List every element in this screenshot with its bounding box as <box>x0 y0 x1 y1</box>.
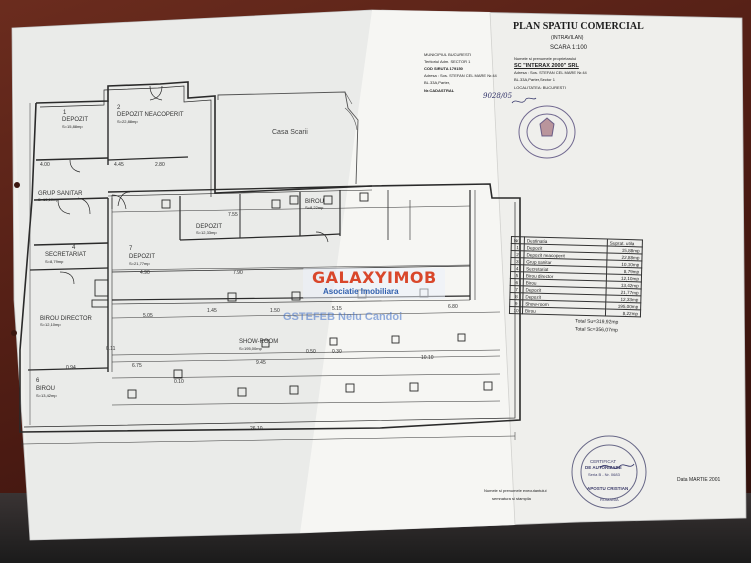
room-6-name: BIROU <box>36 386 56 392</box>
owner-bloc: BL.33A,Parter,Sector 1 <box>514 77 555 82</box>
dimension-label: 1.50 <box>270 308 280 314</box>
room-1-area: S=15,88mp <box>62 124 83 129</box>
room-9-name: SHOW-ROOM <box>239 339 279 345</box>
executant-note: Numele si prenumele executantului <box>484 488 547 493</box>
cert-line-3: Seria B - Nr. 0683 <box>588 472 620 477</box>
room-7-name: DEPOZIT <box>129 254 156 260</box>
room-num-4: 4 <box>72 245 76 251</box>
owner-name: SC "INTERAX 2000" SRL <box>514 63 579 69</box>
stair-outline <box>217 91 359 185</box>
cert-line-4: APOSTU CRISTIAN <box>587 486 629 491</box>
dimension-label: 0.30 <box>332 349 342 355</box>
room-8-name: DEPOZIT <box>196 224 223 230</box>
watermark-subtitle: Asociatie Imobiliara <box>323 287 399 296</box>
dimension-label: 2.80 <box>155 162 165 168</box>
room-num-2: 2 <box>117 105 121 111</box>
legend-cell-nr: 10 <box>509 306 523 314</box>
dimension-label: 4.00 <box>40 162 50 168</box>
cert-line-2: DE AUTORIZARE <box>585 465 622 470</box>
punch-hole <box>11 330 17 336</box>
dimension-label: 4.45 <box>114 162 124 168</box>
room-5-name: BIROU DIRECTOR <box>40 316 92 322</box>
legend-totals: Total Su=319,92mp Total Sc=356,07mp <box>575 318 619 333</box>
room-9-area: S=195,00mp <box>239 346 262 351</box>
room-10-name: BIROU <box>305 199 325 205</box>
adresa-text: Adresa : Sos. STEFAN CEL MARE Nr.44 <box>424 73 497 78</box>
doors <box>57 85 329 285</box>
room-5-area: S=12,10mp <box>40 322 61 327</box>
municipiu-text: MUNICIPIUL BUCURESTI <box>424 52 472 57</box>
dimension-label: 1.45 <box>207 308 217 314</box>
handwriting-scribble <box>511 97 537 104</box>
watermark-logo: GALAXYIMOB <box>312 268 437 287</box>
owner-address: Adresa : Sos. STEFAN CEL MARE Nr.44 <box>514 70 587 75</box>
room-3-area: S=10,10mp <box>38 197 59 202</box>
room-4-area: S=8,79mp <box>45 259 64 264</box>
room-2-area: S=22,88mp <box>117 119 138 124</box>
room-10-area: S=8,22mp <box>305 205 324 210</box>
room-num-7: 7 <box>129 246 133 252</box>
plan-date: Data MARTIE 2001 <box>677 477 721 483</box>
dimension-label: 0.50 <box>306 349 316 355</box>
room-3-name: GRUP SANITAR <box>38 191 83 197</box>
plan-title: PLAN SPATIU COMERCIAL <box>513 21 644 32</box>
dimension-label: 6.80 <box>448 304 458 310</box>
punch-hole <box>14 182 20 188</box>
fold-line <box>489 11 516 526</box>
room-num-6: 6 <box>36 378 40 384</box>
room-6-area: S=13,42mp <box>36 393 57 398</box>
bloc-text: BL.33A,Parter, <box>424 80 451 85</box>
watermark-agent: GSTEFEB Nelu Candoi <box>283 311 403 323</box>
dimension-label: 0.11 <box>106 346 116 352</box>
room-4-name: SECRETARIAT <box>45 252 87 258</box>
cadastral-text: Nr.CADASTRAL <box>424 88 455 93</box>
dimension-label: 5.15 <box>332 306 342 312</box>
authorization-stamp <box>571 435 647 509</box>
stair-label: Casa Scarii <box>272 129 308 136</box>
signature-scribble <box>599 463 635 470</box>
dimension-label: 9.45 <box>256 360 266 366</box>
dimension-lines <box>21 103 516 448</box>
cod-siruta-text: COD SIRUTA 179150 <box>424 66 463 71</box>
dimension-label: 7.90 <box>233 270 243 276</box>
cert-line-5: ROMANIA <box>600 497 619 502</box>
dimension-label: 10.10 <box>421 355 434 361</box>
dimension-label: 6.75 <box>132 363 142 369</box>
building-outline <box>19 81 521 433</box>
dimension-label: 0.94 <box>66 365 76 371</box>
teritoriul-text: Teritoriul Adm. SECTOR 1 <box>424 59 471 64</box>
dimension-label: 26.10 <box>250 426 263 432</box>
plan-scale: SCARA 1:100 <box>550 45 588 51</box>
cert-line-1: CERTIFICAT <box>590 459 617 464</box>
watermark-panel <box>303 268 445 299</box>
legend-cell-suprafata: 8,22mp <box>605 309 641 317</box>
room-8-area: S=12,33mp <box>196 230 217 235</box>
dimension-label: 5.05 <box>143 313 153 319</box>
handwritten-ref: 9028/05 <box>483 92 513 100</box>
room-7-area: S=21,77mp <box>129 261 150 266</box>
room-1-name: DEPOZIT <box>62 117 89 123</box>
room-2-name: DEPOZIT NEACOPERIT <box>117 112 184 118</box>
total-su: Total Su=319,92mp <box>575 318 619 326</box>
paper-fold-shadow <box>12 10 372 540</box>
owner-label: Numele si prenumele proprietarului <box>514 56 577 61</box>
owner-localitate: LOCALITATEA: BUCURESTI <box>514 85 566 90</box>
room-num-1: 1 <box>63 110 67 116</box>
dimension-label: 0.10 <box>174 379 184 385</box>
legend-cell-destinatia: Birou <box>522 306 606 316</box>
dimension-label: 7.55 <box>228 212 238 218</box>
signature-note: semnatura si stampila <box>492 496 531 501</box>
plan-subtitle: (INTRAVILAN) <box>551 35 584 41</box>
official-seal <box>518 105 576 159</box>
dimension-label: 4.90 <box>140 270 150 276</box>
total-sc: Total Sc=356,07mp <box>574 326 618 334</box>
